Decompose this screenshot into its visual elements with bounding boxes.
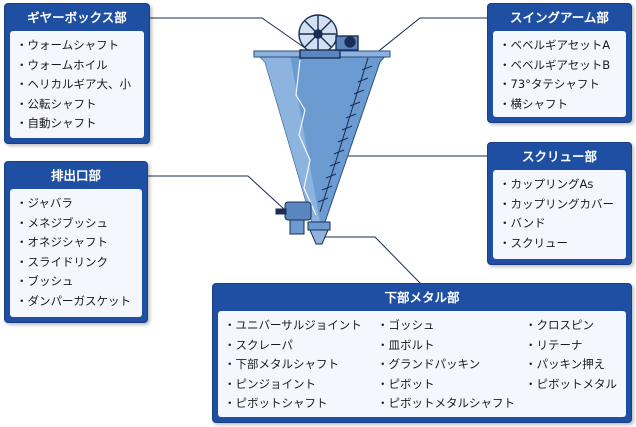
list-item: オネジシャフト: [16, 233, 136, 253]
cone-body: [253, 50, 391, 223]
panel-title-discharge: 排出口部: [50, 168, 101, 183]
list-item: ゴッシュ: [377, 316, 525, 336]
list-item: スクレーパ: [224, 336, 377, 356]
list-item: カップリングカバー: [499, 195, 620, 215]
list-item: バンド: [499, 214, 620, 234]
panel-title-screw: スクリュー部: [521, 149, 597, 164]
panel-body-lower-metal: ユニバーサルジョイント スクレーパ 下部メタルシャフト ピンジョイント ピボット…: [218, 311, 626, 417]
list-item: ピンジョイント: [224, 375, 377, 395]
list-item: ダンパーガスケット: [16, 292, 136, 312]
panel-title-swing-arm: スイングアーム部: [510, 10, 609, 25]
list-item: ウォームホイル: [16, 56, 138, 76]
list-item: スライドリンク: [16, 253, 136, 273]
panel-screw: スクリュー部 カップリングAs カップリングカバー バンド スクリュー: [487, 142, 632, 265]
list-item: 横シャフト: [499, 95, 620, 115]
list-item: カップリングAs: [499, 175, 620, 195]
list-item: ヘリカルギア大、小: [16, 75, 138, 95]
list-item: ベベルギアセットB: [499, 56, 620, 76]
leader-lower: [325, 236, 421, 284]
gearbox-assembly: [298, 14, 359, 59]
list-item: ブッシュ: [16, 272, 136, 292]
leader-swing: [364, 17, 487, 63]
list-item: パッキン押え: [525, 355, 620, 375]
list-item: ジャバラ: [16, 194, 136, 214]
list-item: ピボット: [377, 375, 525, 395]
panel-title-lower-metal: 下部メタル部: [384, 290, 460, 305]
list-item: ピボットメタル: [525, 375, 620, 395]
panel-body-swing-arm: ベベルギアセットA ベベルギアセットB 73°タテシャフト 横シャフト: [493, 31, 626, 117]
list-item: ユニバーサルジョイント: [224, 316, 377, 336]
leader-discharge: [148, 175, 286, 211]
list-item: リテーナ: [525, 336, 620, 356]
panel-discharge: 排出口部 ジャバラ メネジブッシュ オネジシャフト スライドリンク ブッシュ ダ…: [4, 161, 148, 323]
list-item: スクリュー: [499, 234, 620, 254]
list-item: ピボットメタルシャフト: [377, 394, 525, 414]
list-item: 公転シャフト: [16, 95, 138, 115]
panel-gearbox: ギヤーボックス部 ウォームシャフト ウォームホイル ヘリカルギア大、小 公転シャ…: [4, 3, 150, 144]
list-item: 皿ボルト: [377, 336, 525, 356]
panel-body-discharge: ジャバラ メネジブッシュ オネジシャフト スライドリンク ブッシュ ダンパーガス…: [10, 189, 142, 317]
panel-title-gearbox: ギヤーボックス部: [27, 10, 127, 25]
list-item: クロスピン: [525, 316, 620, 336]
discharge-assembly: [275, 201, 331, 245]
panel-lower-metal: 下部メタル部 ユニバーサルジョイント スクレーパ 下部メタルシャフト ピンジョイ…: [212, 283, 632, 423]
list-item: 73°タテシャフト: [499, 75, 620, 95]
list-item: グランドパッキン: [377, 355, 525, 375]
list-item: ウォームシャフト: [16, 36, 138, 56]
list-item: 下部メタルシャフト: [224, 355, 377, 375]
panel-body-gearbox: ウォームシャフト ウォームホイル ヘリカルギア大、小 公転シャフト 自動シャフト: [10, 31, 144, 138]
panel-body-screw: カップリングAs カップリングカバー バンド スクリュー: [493, 170, 626, 259]
lower-metal-column-2: ゴッシュ 皿ボルト グランドパッキン ピボット ピボットメタルシャフト: [377, 316, 525, 411]
list-item: ベベルギアセットA: [499, 36, 620, 56]
lower-metal-column-3: クロスピン リテーナ パッキン押え ピボットメタル: [525, 316, 620, 411]
list-item: ピボットシャフト: [224, 394, 377, 414]
lower-metal-column-1: ユニバーサルジョイント スクレーパ 下部メタルシャフト ピンジョイント ピボット…: [224, 316, 377, 411]
list-item: メネジブッシュ: [16, 214, 136, 234]
leader-gearbox: [150, 17, 306, 49]
list-item: 自動シャフト: [16, 114, 138, 134]
panel-swing-arm: スイングアーム部 ベベルギアセットA ベベルギアセットB 73°タテシャフト 横…: [487, 3, 632, 123]
leader-lines: [148, 17, 487, 284]
